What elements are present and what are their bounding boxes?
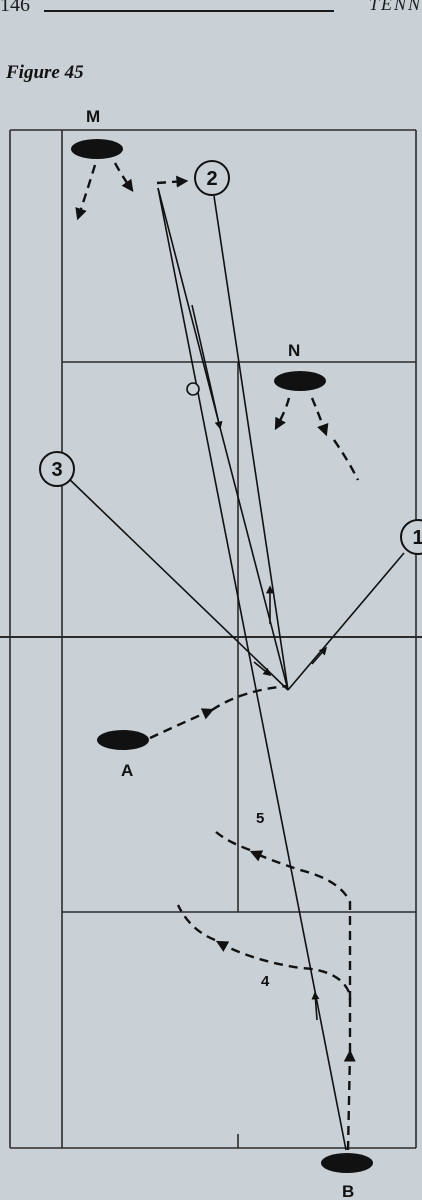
header-rule	[44, 10, 334, 12]
ball-path-to-3	[65, 475, 289, 691]
n-movement-continue	[333, 439, 360, 481]
a-movement	[149, 708, 215, 740]
target-1-label: 1	[412, 527, 422, 549]
b-movement-shot-4-end	[176, 904, 216, 942]
m-movement-back	[75, 164, 97, 221]
target-1: 1	[400, 519, 422, 555]
player-n	[274, 371, 326, 391]
target-3-circle	[39, 451, 75, 487]
page-header: 146 TENN	[0, 0, 422, 20]
player-m	[71, 139, 123, 159]
player-m-label: M	[86, 107, 100, 126]
a-movement-continue	[211, 684, 289, 711]
target-3: 3	[39, 451, 75, 487]
shot-4-label: 4	[261, 973, 270, 990]
target-2: 2	[194, 160, 230, 196]
ball-path-to-2	[213, 195, 289, 691]
ball-path-to-1	[287, 552, 405, 691]
arrow-serve-direction	[311, 991, 320, 1021]
player-a	[97, 730, 149, 750]
ball-path-return	[157, 187, 289, 691]
player-b	[321, 1153, 373, 1173]
ball-path-serve	[157, 187, 347, 1151]
target-3-label: 3	[51, 459, 62, 481]
figure-title: Figure 45	[6, 62, 84, 83]
ball-marker	[186, 382, 200, 396]
m-movement-forward	[113, 162, 134, 192]
arrow-to-1-direction	[311, 646, 328, 665]
arrow-to-3-direction	[253, 661, 272, 677]
arrow-return-direction	[191, 304, 223, 430]
player-a-label: A	[121, 761, 133, 780]
b-movement-shot-4	[215, 940, 352, 1052]
b-movement-shot-5-end	[215, 831, 251, 852]
target-2-circle	[194, 160, 230, 196]
page-number: 146	[0, 0, 30, 16]
target-1-circle	[400, 519, 422, 555]
target-2-label: 2	[206, 168, 217, 190]
n-movement-forward	[310, 397, 329, 437]
m-arrow-to-2	[156, 175, 189, 188]
ball-paths	[65, 187, 405, 1151]
running-head: TENN	[368, 0, 422, 14]
shot-5-label: 5	[256, 810, 264, 827]
b-movement-shot-5	[249, 850, 352, 1000]
player-b-label: B	[342, 1182, 354, 1200]
b-movement-up	[343, 1049, 356, 1151]
n-movement-left	[274, 397, 291, 431]
player-n-label: N	[288, 341, 300, 360]
court-lines	[0, 129, 422, 1149]
player-movements	[75, 162, 360, 1151]
